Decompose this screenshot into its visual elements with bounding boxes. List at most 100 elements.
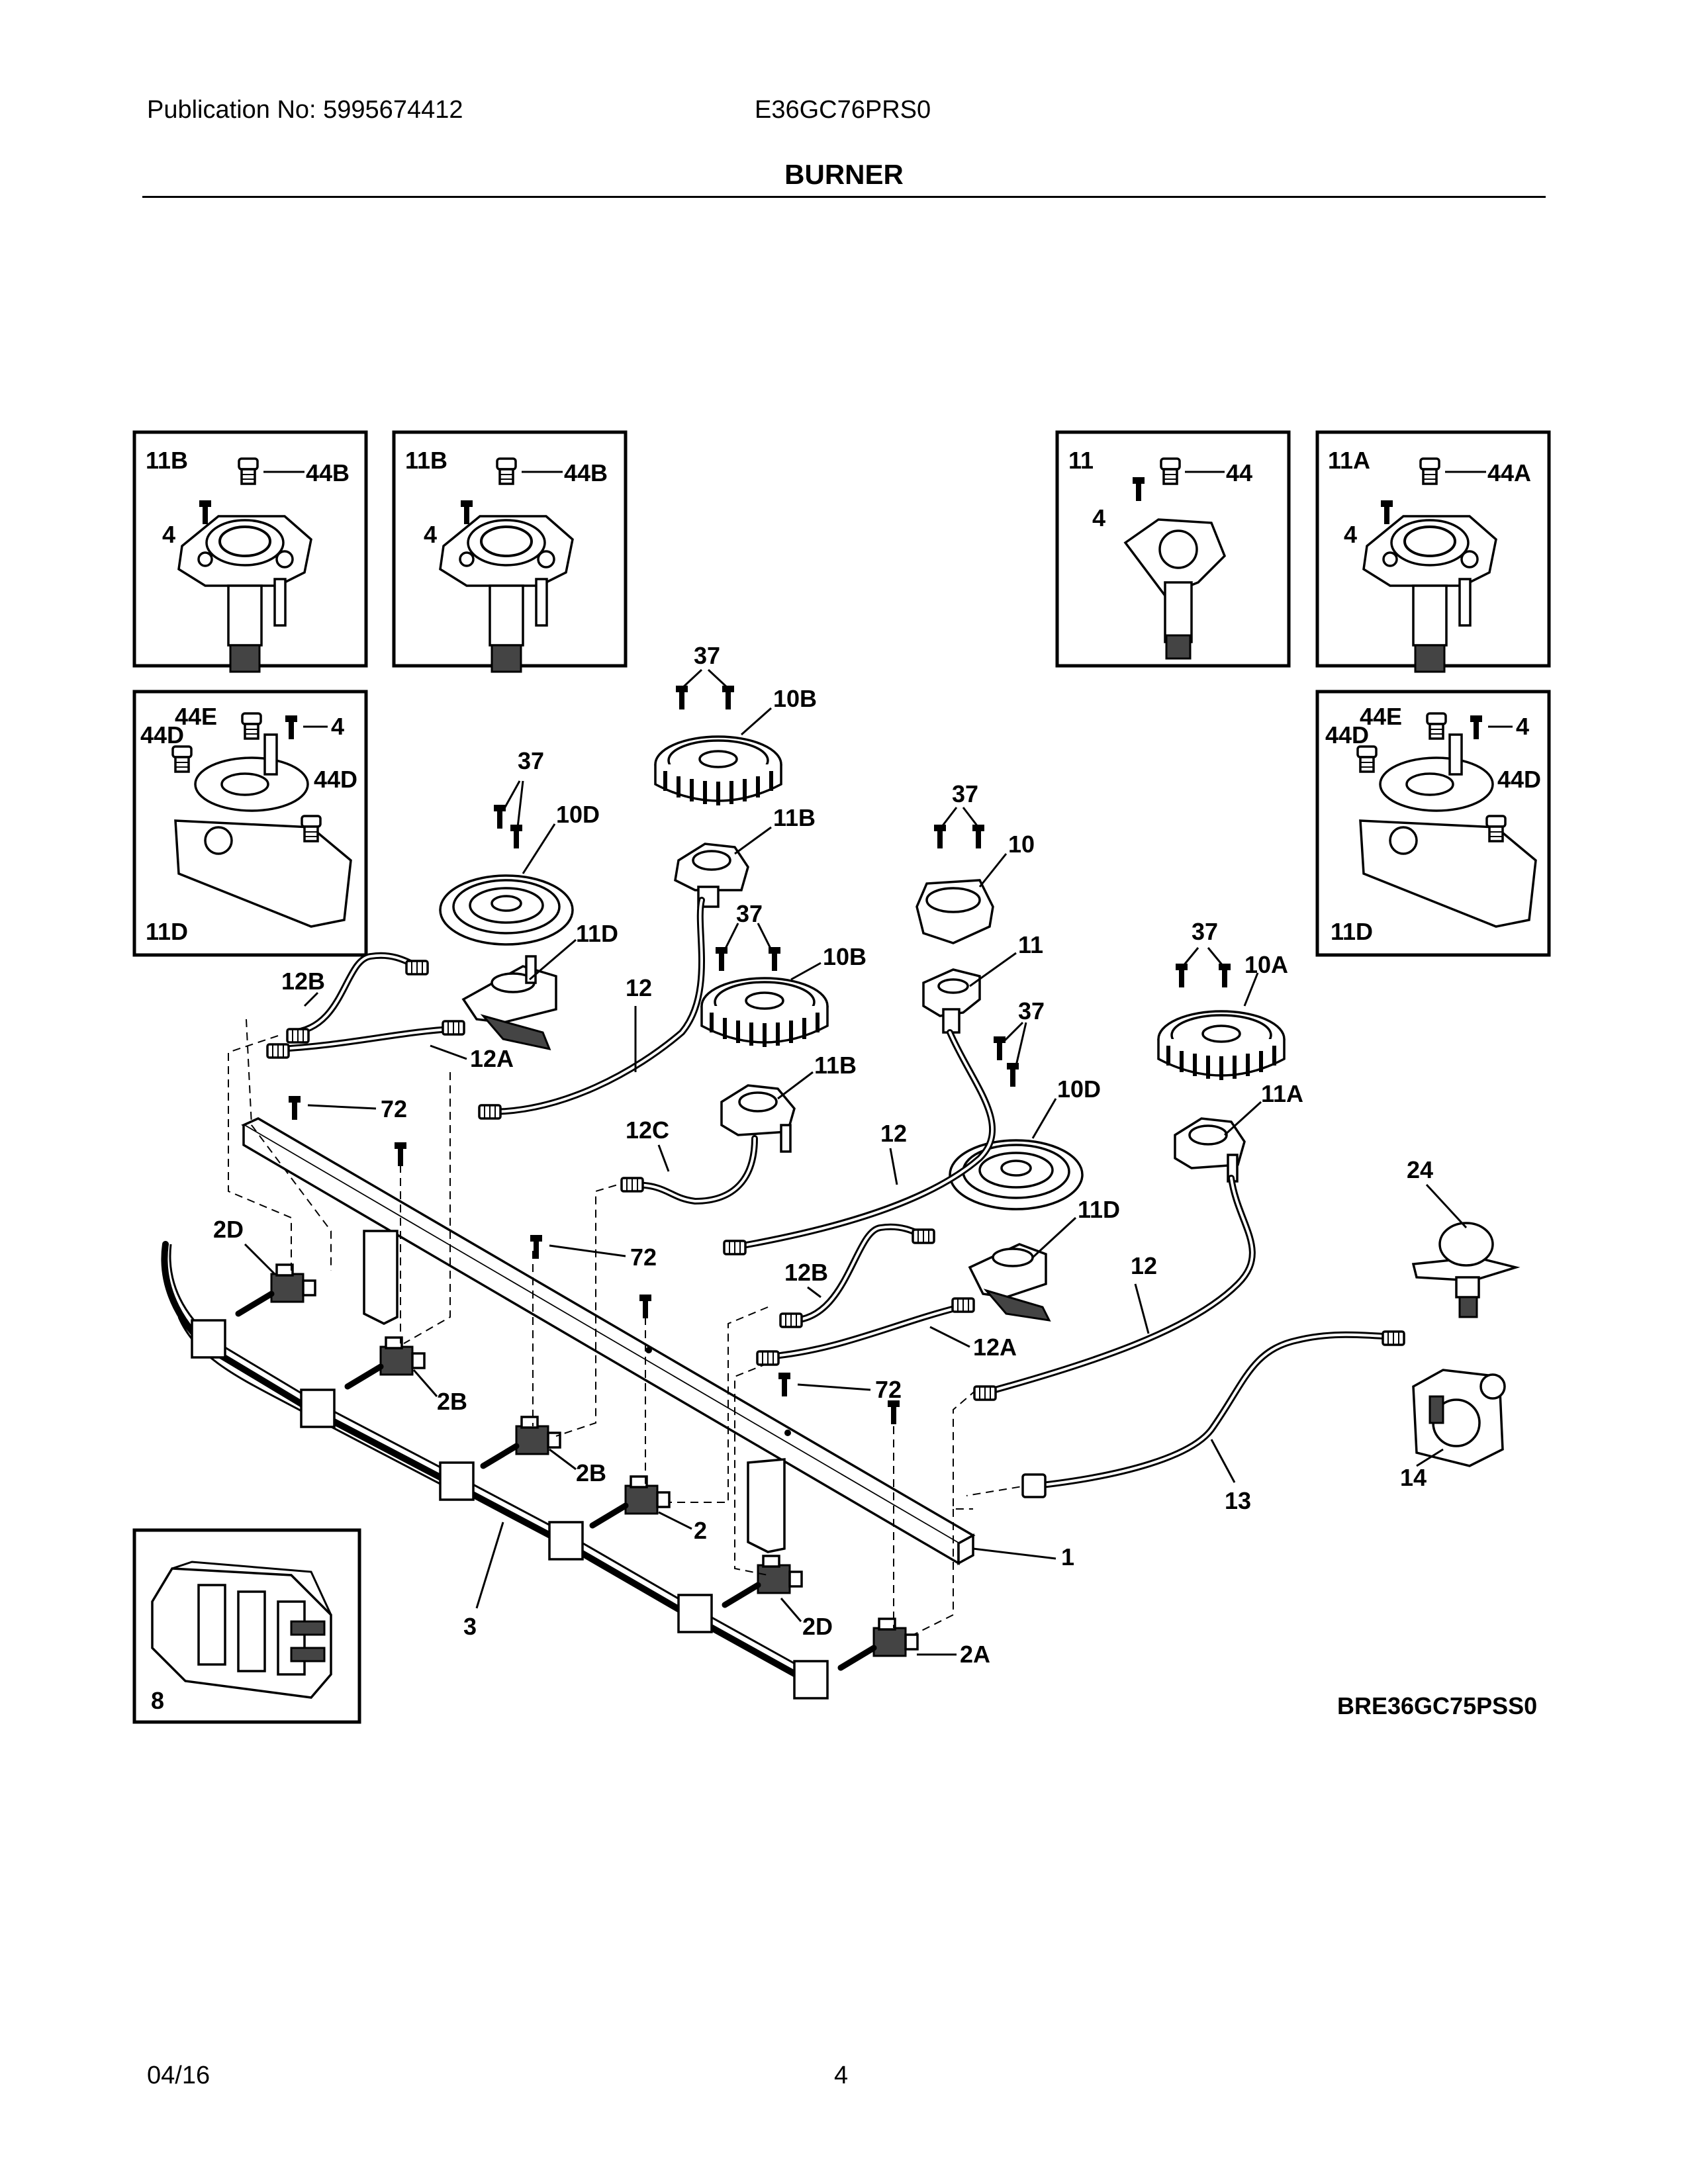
- callout-13: 13: [1225, 1487, 1251, 1514]
- callout-37: 37: [518, 747, 544, 774]
- regulator-valve-14: 14: [1400, 1369, 1506, 1491]
- callout-12: 12: [880, 1120, 907, 1147]
- callout-4: 4: [331, 713, 344, 740]
- callout-44e: 44E: [1360, 703, 1402, 730]
- callout-11a: 11A: [1328, 447, 1370, 474]
- valve-2d-right: 2D: [725, 1556, 833, 1640]
- callout-11b: 11B: [814, 1052, 857, 1079]
- burner-cap-10d-right: 37 10D: [949, 997, 1101, 1210]
- inset-burner-base-11b-left: 11B 44B 4: [132, 430, 368, 673]
- page-title: BURNER: [784, 159, 904, 190]
- callout-4: 4: [162, 521, 175, 548]
- callout-11a: 11A: [1261, 1080, 1303, 1107]
- callout-44d: 44D: [1325, 721, 1369, 749]
- valve-2d-left: 2D: [213, 1216, 315, 1314]
- callout-37: 37: [1192, 918, 1218, 945]
- burner-base-11-center: 11: [922, 931, 1043, 1034]
- valve-2a: 2A: [841, 1619, 990, 1668]
- callout-44b: 44B: [564, 459, 608, 486]
- callout-11d: 11D: [1078, 1196, 1120, 1223]
- callout-11b: 11B: [146, 447, 188, 474]
- callout-12: 12: [626, 974, 652, 1001]
- inset-burner-base-11d-right: 44E 44D 4 44D 11D: [1315, 690, 1551, 957]
- valve-2b-center: 2B: [483, 1417, 606, 1486]
- callout-11d: 11D: [146, 918, 188, 945]
- callout-37: 37: [694, 642, 720, 669]
- inset-burner-base-11d-left: 44E 44D 4 44D 11D: [132, 690, 368, 957]
- callout-2d: 2D: [213, 1216, 244, 1243]
- inset-burner-base-11a: 11A 44A 4: [1315, 430, 1551, 673]
- burner-cap-10b-upper: 37 10B: [655, 642, 817, 805]
- callout-4: 4: [1516, 713, 1529, 740]
- valve-2: 2: [592, 1477, 707, 1544]
- callout-44e: 44E: [175, 703, 217, 730]
- callout-44b: 44B: [306, 459, 350, 486]
- callout-72: 72: [875, 1376, 902, 1403]
- burner-base-11b-upper: 11B: [674, 804, 816, 908]
- burner-cap-10a: 37 10A: [1158, 918, 1288, 1080]
- burner-base-11a: 11A: [1174, 1080, 1303, 1183]
- callout-12b: 12B: [281, 968, 325, 995]
- callout-11b: 11B: [405, 447, 447, 474]
- publication-number: Publication No: 5995674412: [147, 96, 463, 124]
- callout-2d: 2D: [802, 1613, 833, 1640]
- callout-10b: 10B: [823, 943, 867, 970]
- inset-burner-base-11: 11 44 4: [1055, 430, 1291, 668]
- callout-44a: 44A: [1487, 459, 1531, 486]
- callout-14: 14: [1400, 1464, 1427, 1491]
- burner-base-11d-right: 11D: [968, 1196, 1120, 1322]
- model-number: E36GC76PRS0: [755, 96, 931, 124]
- wire-harness: 3: [161, 1241, 829, 1700]
- callout-37: 37: [1018, 997, 1045, 1024]
- callout-44d: 44D: [140, 721, 184, 749]
- callout-44d: 44D: [314, 766, 357, 793]
- burner-base-11d-left: 11D: [461, 920, 618, 1051]
- callout-2b: 2B: [576, 1459, 606, 1486]
- callout-24: 24: [1407, 1156, 1433, 1183]
- callout-2: 2: [694, 1517, 707, 1544]
- main-gas-tube-13: 13: [1021, 1330, 1405, 1514]
- callout-11b: 11B: [773, 804, 816, 831]
- manifold-rail: 1: [241, 1117, 1074, 1570]
- pressure-regulator-24: 24: [1407, 1156, 1521, 1318]
- inset-spark-module-8: 8: [132, 1528, 361, 1724]
- page-number: 4: [834, 2062, 849, 2089]
- callout-10b: 10B: [773, 685, 817, 712]
- callout-2a: 2A: [960, 1641, 990, 1668]
- callout-12: 12: [1131, 1252, 1157, 1279]
- callout-1: 1: [1061, 1543, 1074, 1570]
- title-rule: [142, 196, 1546, 198]
- gas-tubes: 12B 12A 12 12C 12 12B: [266, 897, 1256, 1401]
- burner-cap-10b-lower: 37 10B: [702, 900, 867, 1047]
- callout-3: 3: [463, 1613, 477, 1640]
- callout-10d: 10D: [556, 801, 600, 828]
- callout-10a: 10A: [1244, 951, 1288, 978]
- callout-12b: 12B: [784, 1259, 828, 1286]
- callout-44d: 44D: [1497, 766, 1541, 793]
- drawing-id: BRE36GC75PSS0: [1337, 1692, 1537, 1719]
- callout-11d: 11D: [576, 920, 618, 947]
- callout-4: 4: [1344, 521, 1357, 548]
- callout-10d: 10D: [1057, 1075, 1101, 1103]
- inset-burner-base-11b-right: 11B 44B 4: [392, 430, 628, 673]
- burner-base-11b-lower: 11B: [720, 1052, 857, 1153]
- burner-cap-10: 37 10: [915, 780, 1035, 944]
- dashed-alignment-lines: [228, 1019, 1047, 1635]
- footer-date: 04/16: [147, 2062, 211, 2089]
- callout-37: 37: [952, 780, 978, 807]
- callout-11: 11: [1068, 447, 1094, 474]
- callout-11: 11: [1018, 931, 1043, 958]
- valve-2b-left: 2B: [348, 1338, 467, 1415]
- callout-12a: 12A: [973, 1334, 1017, 1361]
- callout-8: 8: [151, 1687, 164, 1714]
- callout-37: 37: [736, 900, 763, 927]
- callout-11d: 11D: [1331, 918, 1373, 945]
- callout-10: 10: [1008, 831, 1035, 858]
- callout-4: 4: [1092, 504, 1105, 531]
- callout-12a: 12A: [470, 1045, 514, 1072]
- screws-72: 72 72 72: [289, 1095, 902, 1424]
- burner-cap-10d-left: 37 10D: [439, 747, 600, 946]
- callout-2b: 2B: [437, 1388, 467, 1415]
- callout-44: 44: [1226, 459, 1252, 486]
